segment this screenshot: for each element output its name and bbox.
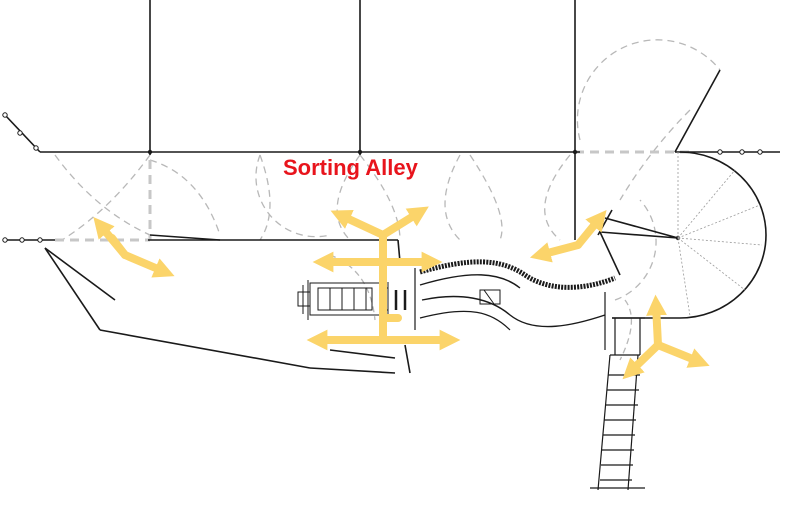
dashed-walls — [55, 150, 690, 242]
swing-arcs — [54, 39, 721, 361]
diagram-title: Sorting Alley — [283, 155, 418, 180]
round-pen-radials — [677, 152, 763, 317]
race-gate — [479, 289, 501, 305]
movement-arrow-icon — [93, 206, 710, 380]
wall-nodes — [2, 112, 763, 243]
wall-joints — [147, 149, 681, 241]
curved-race — [414, 259, 616, 350]
loading-ramp — [590, 317, 645, 491]
